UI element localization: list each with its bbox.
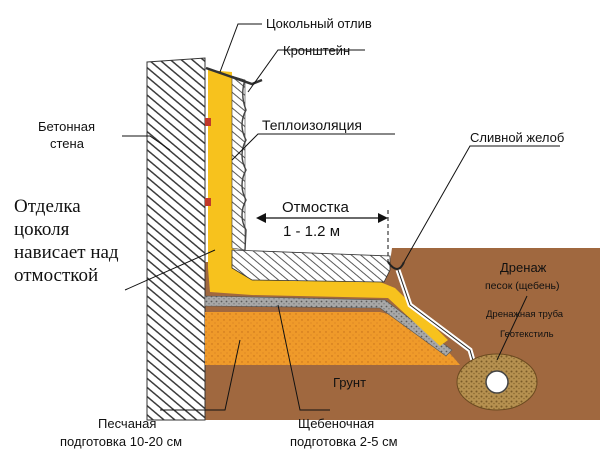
- label-betonnaya-2: стена: [50, 136, 85, 151]
- bracket-2: [205, 198, 211, 206]
- leader-otliv: [219, 23, 262, 73]
- label-drenazh: Дренаж: [500, 260, 547, 275]
- label-pesok-scheben: песок (щебень): [485, 280, 559, 292]
- concrete-wall: [146, 57, 206, 421]
- label-teploizolyatsiya: Теплоизоляция: [262, 117, 362, 133]
- sand-layer: [205, 312, 460, 365]
- leader-kronshtein: [247, 49, 365, 93]
- label-tsokolny-otliv: Цокольный отлив: [266, 16, 372, 31]
- label-kronshtein: Кронштейн: [283, 43, 350, 58]
- insulation-horizontal: [208, 268, 448, 346]
- dim-arrow-left-icon: [256, 213, 266, 223]
- leader-shchebenochnaya: [277, 304, 330, 411]
- leader-peschanaya: [160, 339, 241, 411]
- drain-pipe: [485, 370, 509, 394]
- label-grunt: Грунт: [333, 375, 366, 390]
- label-otdelka-1: Отделка: [14, 196, 81, 217]
- insulation-vertical: [208, 70, 252, 268]
- blind-area-slab: [231, 249, 391, 283]
- bracket-1: [205, 118, 211, 126]
- leader-teploizolyatsiya: [231, 133, 395, 161]
- label-shchebenochnaya-2: подготовка 2-5 см: [290, 434, 398, 449]
- plinth-flashing: [205, 66, 263, 86]
- label-betonnaya-1: Бетонная: [38, 119, 95, 134]
- gravel-layer: [204, 295, 453, 357]
- label-otdelka-3: нависает над: [14, 242, 119, 263]
- label-otmostka: Отмостка: [282, 199, 349, 216]
- leader-betonnaya: [122, 135, 171, 151]
- label-peschanaya-2: подготовка 10-20 см: [60, 434, 182, 449]
- drain-gutter: [387, 261, 405, 270]
- leader-drenazh: [496, 295, 528, 361]
- leader-otdelka: [124, 249, 216, 291]
- dim-arrow-right-icon: [378, 213, 388, 223]
- label-shchebenochnaya-1: Щебеночная: [298, 416, 374, 431]
- label-otmostka-width: 1 - 1.2 м: [283, 223, 340, 240]
- label-drenazhnaya-truba: Дренажная труба: [486, 309, 564, 320]
- label-geotekstil: Геотекстиль: [500, 329, 554, 340]
- label-otdelka-4: отмосткой: [14, 265, 98, 286]
- label-peschanaya-1: Песчаная: [98, 416, 156, 431]
- label-slivnoy-zhelob: Сливной желоб: [470, 130, 564, 145]
- label-otdelka-2: цоколя: [14, 219, 70, 240]
- leader-slivnoy: [403, 145, 560, 263]
